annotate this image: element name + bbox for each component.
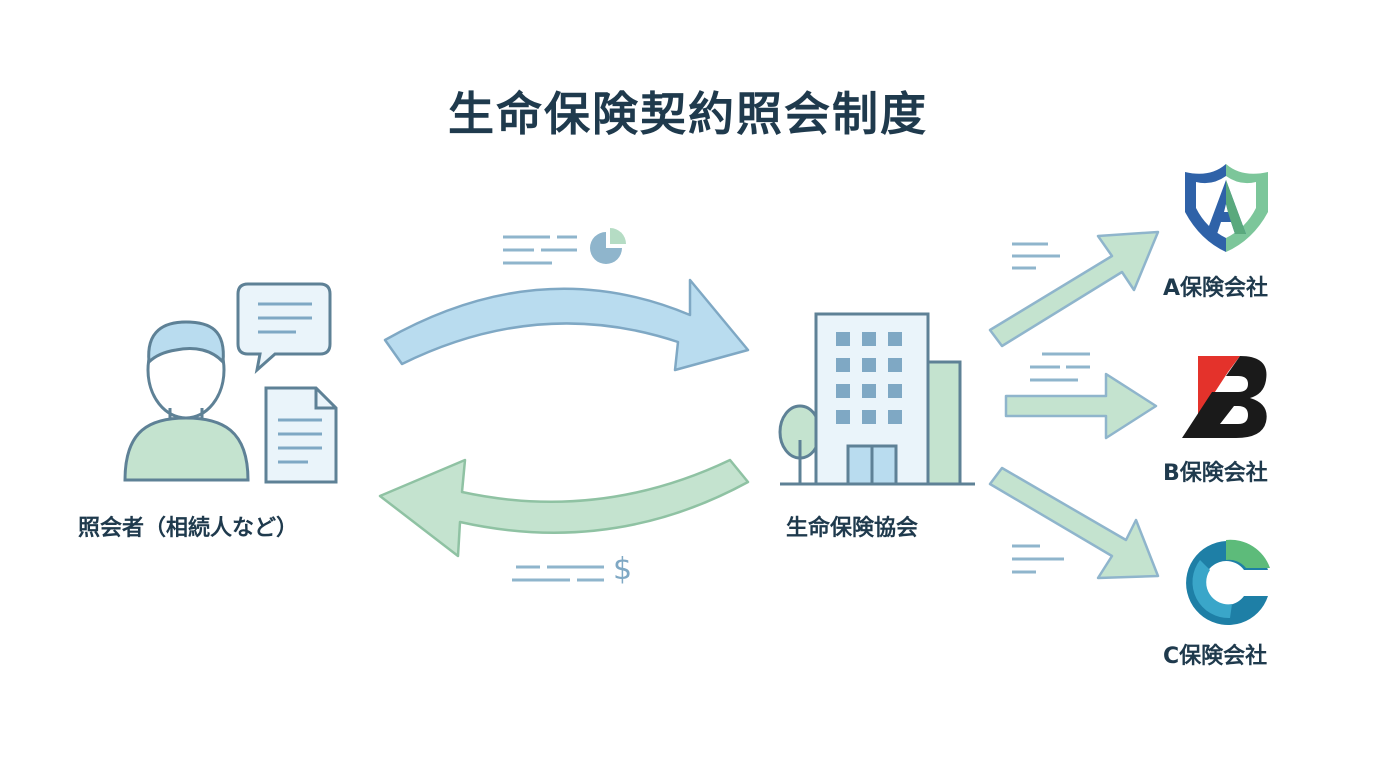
person-icon xyxy=(123,320,250,482)
pie-chart-icon xyxy=(590,228,626,264)
shield-a-logo xyxy=(1185,164,1268,252)
request-decoration xyxy=(503,235,577,265)
page-title: 生命保険契約照会制度 xyxy=(448,87,928,141)
speech-bubble-icon xyxy=(236,282,332,375)
arrow-to-a xyxy=(988,230,1160,348)
arrow-to-b xyxy=(1004,372,1158,440)
company-a-label: A保険会社 xyxy=(1163,276,1269,301)
company-b-label: B保険会社 xyxy=(1163,461,1268,486)
ring-c-logo xyxy=(1186,539,1270,625)
arrow-to-c xyxy=(988,466,1160,580)
company-c-label: C保険会社 xyxy=(1163,644,1268,669)
requester-label: 照会者（相続人など） xyxy=(78,516,299,541)
currency-icon: $ xyxy=(613,552,633,587)
response-arrow xyxy=(378,458,750,558)
bold-b-logo xyxy=(1182,356,1267,438)
forward-decoration xyxy=(1012,242,1090,574)
request-arrow xyxy=(383,278,750,372)
document-icon xyxy=(264,386,338,484)
association-label: 生命保険協会 xyxy=(786,516,919,541)
building-icon xyxy=(780,312,975,486)
tree-icon xyxy=(778,404,822,484)
response-decoration xyxy=(512,565,604,582)
